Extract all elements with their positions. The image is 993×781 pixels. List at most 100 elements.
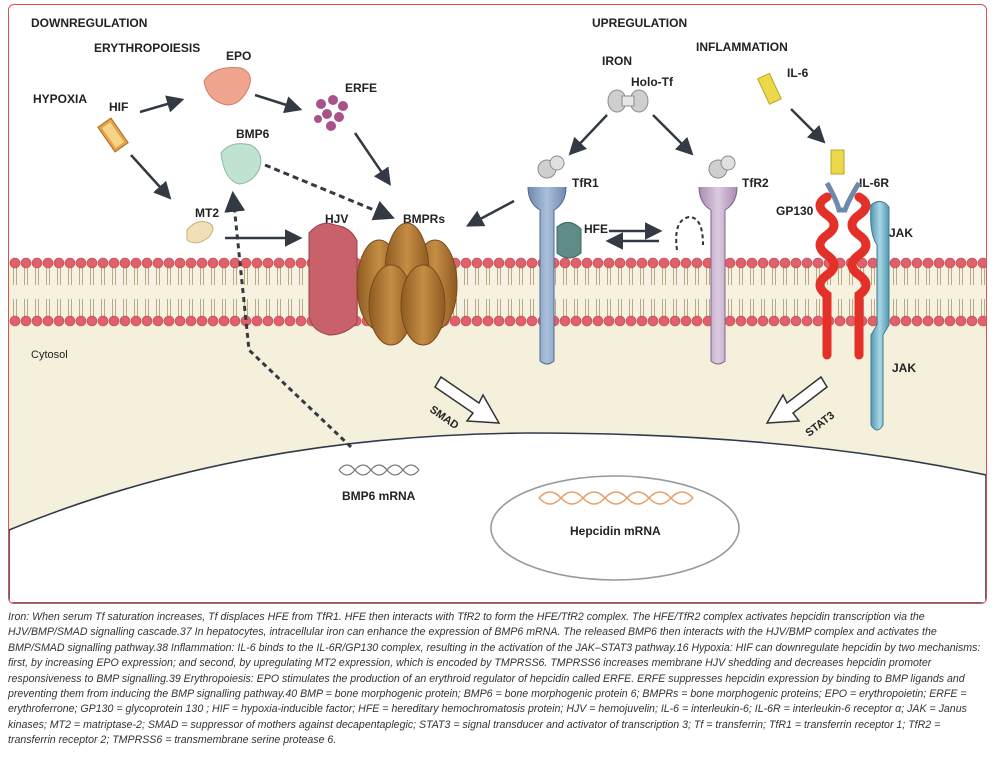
lipid-head — [658, 315, 670, 327]
lipid-head — [20, 315, 32, 327]
lipid-head — [284, 315, 296, 327]
erythropoiesis-label: ERYTHROPOIESIS — [94, 41, 200, 55]
lipid-head — [152, 257, 164, 269]
lipid-head — [812, 257, 824, 269]
lipid-head — [977, 257, 986, 269]
lipid-head — [471, 257, 483, 269]
lipid-head — [966, 315, 978, 327]
inflammation-label: INFLAMMATION — [696, 40, 788, 54]
lipid-head — [218, 257, 230, 269]
hif-icon — [97, 117, 129, 153]
gp130-left — [815, 192, 839, 360]
lipid-head — [207, 257, 219, 269]
jak-protein — [870, 201, 890, 431]
lipid-head — [944, 315, 956, 327]
lipid-head — [20, 257, 32, 269]
lipid-head — [504, 315, 516, 327]
lipid-head — [295, 315, 307, 327]
holo-tf-label: Holo-Tf — [631, 75, 674, 89]
lipid-head — [141, 315, 153, 327]
lipid-head — [977, 315, 986, 327]
lipid-head — [97, 315, 109, 327]
lipid-head — [592, 257, 604, 269]
lipid-head — [834, 315, 846, 327]
hepcidin-regulation-diagram: DOWNREGULATION UPREGULATION ERYTHROPOIES… — [9, 16, 986, 603]
lipid-head — [757, 257, 769, 269]
arrow-epo-to-erfe — [254, 93, 303, 114]
lipid-head — [493, 315, 505, 327]
lipid-head — [273, 257, 285, 269]
lipid-head — [603, 257, 615, 269]
smad-arrow — [433, 375, 501, 424]
lipid-head — [515, 257, 527, 269]
hfe-label: HFE — [584, 222, 608, 236]
lipid-head — [174, 257, 186, 269]
lipid-head — [966, 257, 978, 269]
lipid-head — [130, 257, 142, 269]
lipid-head — [801, 257, 813, 269]
lipid-head — [647, 257, 659, 269]
lipid-head — [273, 315, 285, 327]
lipid-head — [779, 257, 791, 269]
arrow-holotf-to-tfr2 — [652, 114, 694, 156]
epo-icon — [203, 67, 251, 106]
cytosol-label: Cytosol — [31, 349, 68, 361]
lipid-head — [933, 315, 945, 327]
arrow-bmp6-to-bmprs — [264, 163, 395, 221]
epo-label: EPO — [226, 49, 251, 63]
bmp6-icon — [220, 143, 262, 185]
lipid-head — [559, 257, 571, 269]
lipid-head — [196, 257, 208, 269]
lipid-head — [559, 315, 571, 327]
lipid-head — [64, 257, 76, 269]
arrow-tfr1-to-bmprs — [465, 199, 515, 227]
lipid-head — [460, 257, 472, 269]
lipid-head — [757, 315, 769, 327]
hfe-protein — [556, 222, 582, 259]
lipid-head — [31, 257, 43, 269]
lipid-head — [933, 257, 945, 269]
lipid-head — [75, 315, 87, 327]
stat3-arrow — [765, 375, 828, 424]
mt2-label: MT2 — [195, 206, 219, 220]
lipid-head — [900, 257, 912, 269]
lipid-head — [746, 257, 758, 269]
gp130-right — [847, 192, 871, 360]
lipid-head — [636, 315, 648, 327]
tfr2-receptor — [698, 155, 738, 365]
lipid-head — [768, 315, 780, 327]
hif-label: HIF — [109, 100, 128, 114]
il6-label: IL-6 — [787, 66, 809, 80]
lipid-head — [471, 315, 483, 327]
lipid-head — [812, 315, 824, 327]
arrow-holotf-to-tfr1 — [568, 114, 608, 156]
lipid-head — [218, 315, 230, 327]
erfe-icon — [314, 95, 348, 131]
lipid-head — [9, 315, 21, 327]
jak-bottom-label: JAK — [892, 361, 916, 375]
erfe-label: ERFE — [345, 81, 377, 95]
lipid-head — [955, 257, 967, 269]
lipid-head — [460, 315, 472, 327]
lipid-head — [691, 257, 703, 269]
lipid-head — [526, 315, 538, 327]
lipid-head — [724, 315, 736, 327]
lipid-head — [449, 315, 461, 327]
hepcidin-mrna-label: Hepcidin mRNA — [570, 524, 661, 538]
lipid-head — [889, 257, 901, 269]
hepcidin-mrna-helix — [538, 491, 694, 505]
lipid-head — [669, 315, 681, 327]
lipid-head — [295, 257, 307, 269]
lipid-head — [669, 257, 681, 269]
lipid-head — [900, 315, 912, 327]
lipid-head — [240, 257, 252, 269]
lipid-head — [207, 315, 219, 327]
lipid-head — [86, 257, 98, 269]
lipid-head — [108, 315, 120, 327]
lipid-head — [691, 315, 703, 327]
lipid-head — [889, 315, 901, 327]
lipid-head — [647, 315, 659, 327]
lipid-head — [262, 315, 274, 327]
lipid-head — [636, 257, 648, 269]
lipid-head — [482, 257, 494, 269]
